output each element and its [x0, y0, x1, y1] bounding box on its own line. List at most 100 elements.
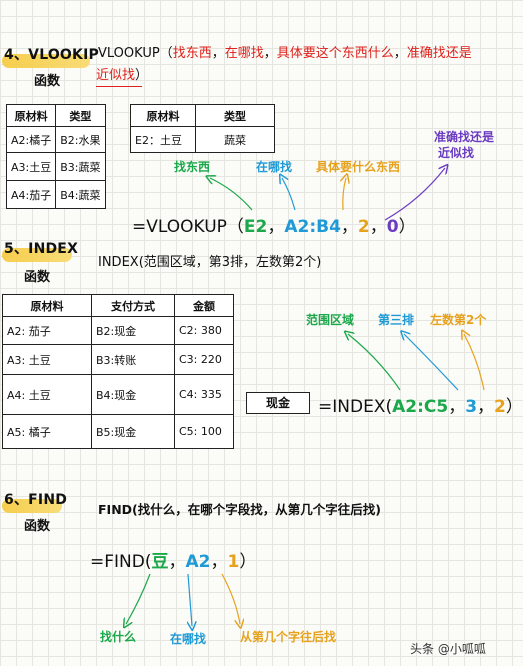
desc-text: ， — [263, 46, 277, 61]
arrow-col — [464, 334, 485, 391]
section-number: 6、 — [4, 492, 29, 508]
table-cell: A3: 土豆 — [2, 344, 92, 375]
desc-part-where: 在哪找 — [224, 46, 264, 61]
table-cell: B2:现金 — [91, 316, 175, 345]
formula-arg-col: 2 — [494, 397, 506, 417]
section-number: 4、 — [4, 47, 29, 63]
table-cell: A4:茄子 — [5, 180, 57, 209]
formula-text: ， — [267, 217, 285, 237]
desc-part-what: 具体要这个东西什么 — [276, 46, 394, 61]
label-start-pos: 从第几个字往后找 — [240, 630, 337, 644]
label-within: 在哪找 — [170, 632, 207, 646]
index-result-box: 现金 — [246, 392, 310, 414]
section-subtitle: 函数 — [24, 270, 51, 285]
formula-text: ， — [168, 552, 186, 572]
arrow-where — [282, 178, 296, 211]
table-row: A4: 土豆 B4:现金 C4: 335 — [2, 374, 234, 415]
table-cell: C3: 220 — [174, 344, 234, 375]
label-row: 第三排 — [378, 313, 415, 327]
desc-part-approx: 近似找） — [96, 66, 148, 86]
formula-arg-start: 1 — [227, 552, 240, 572]
label-find-what: 找什么 — [100, 630, 137, 644]
table-cell: C5: 100 — [174, 414, 234, 449]
label-where: 在哪找 — [256, 160, 293, 174]
label-find-what: 找东西 — [174, 160, 211, 174]
formula-text: ） — [505, 397, 523, 417]
arrow-what — [343, 178, 346, 211]
table-row: A3: 土豆 B3:转账 C3: 220 — [2, 344, 234, 375]
arrow-start — [221, 573, 240, 624]
vlookup-lookup-table: 原材料 类型 E2：土豆 蔬菜 — [130, 104, 275, 153]
desc-text: ， — [211, 46, 225, 61]
table-row: A2: 茄子 B2:现金 C2: 380 — [2, 316, 234, 345]
section-name: FIND — [28, 492, 68, 508]
label-range: 范围区域 — [306, 313, 355, 327]
label-exact-line1: 准确找还是 — [434, 130, 495, 144]
table-row: E2：土豆 蔬菜 — [130, 126, 275, 153]
section-name: INDEX — [28, 241, 79, 257]
desc-approx-text: 近似找 — [96, 68, 136, 83]
table-cell: A2:橘子 — [5, 126, 57, 153]
formula-arg-find: 豆 — [151, 552, 169, 572]
section-number: 5、 — [4, 241, 29, 257]
desc-text: VLOOKUP — [98, 46, 160, 61]
table-cell: A4: 土豆 — [2, 374, 92, 415]
label-what-column: 具体要什么东西 — [316, 160, 401, 174]
table-row: A2:橘子 B2:水果 — [5, 126, 106, 153]
table-cell: C2: 380 — [174, 316, 234, 345]
arrow-exact — [384, 168, 445, 221]
title-highlight — [2, 499, 62, 513]
table-cell: A2: 茄子 — [2, 316, 92, 345]
formula-text: =VLOOKUP（ — [132, 217, 244, 237]
label-exact-line2: 近似找 — [438, 146, 475, 160]
formula-text: ， — [369, 217, 387, 237]
table-cell: B4:蔬菜 — [55, 180, 106, 209]
section-name: VLOOKIP — [28, 47, 99, 63]
formula-text: =INDEX( — [318, 397, 393, 417]
table-cell: B2:水果 — [55, 126, 106, 153]
formula-text: ） — [398, 217, 416, 237]
table-cell: C4: 335 — [174, 374, 234, 415]
formula-text: ， — [448, 397, 466, 417]
table-header: 原材料 — [130, 104, 196, 127]
formula-text: ， — [340, 217, 358, 237]
arrow-row — [404, 334, 459, 391]
arrow-find — [210, 178, 253, 211]
formula-arg-range: A2:C5 — [392, 397, 449, 417]
table-cell: E2：土豆 — [130, 126, 196, 153]
table-header: 类型 — [55, 104, 106, 127]
title-highlight — [2, 248, 72, 262]
find-formula: =FIND(豆，A2，1） — [90, 547, 256, 572]
title-highlight — [2, 54, 90, 68]
formula-text: ， — [210, 552, 228, 572]
table-cell: A5: 橘子 — [2, 414, 92, 449]
section-title-find: 6、FIND — [4, 489, 67, 509]
formula-arg-exact: 0 — [386, 217, 399, 237]
table-cell: B3:蔬菜 — [55, 152, 106, 181]
section-subtitle: 函数 — [24, 519, 51, 534]
index-formula: =INDEX(A2:C5，3，2） — [318, 392, 523, 417]
annotation-arrows — [0, 0, 485, 666]
formula-arg-range: A2:B4 — [284, 217, 341, 237]
table-row: A5: 橘子 B5:现金 C5: 100 — [2, 414, 234, 449]
desc-text: （ — [159, 46, 173, 61]
formula-text: =FIND( — [90, 552, 152, 572]
vlookup-source-table: 原材料 类型 A2:橘子 B2:水果 A3:土豆 B3:蔬菜 A4:茄子 B4:… — [5, 104, 106, 209]
desc-text: ， — [393, 46, 407, 61]
vlookup-description: VLOOKUP（找东西，在哪找，具体要这个东西什么，准确找还是 — [98, 44, 498, 64]
table-header: 支付方式 — [91, 294, 175, 317]
desc-text: ） — [135, 68, 149, 83]
formula-text: ， — [477, 397, 495, 417]
table-cell: B5:现金 — [91, 414, 175, 449]
section-subtitle: 函数 — [34, 74, 61, 89]
find-description: FIND(找什么，在哪个字段找，从第几个字往后找) — [98, 502, 381, 517]
formula-arg-row: 3 — [465, 397, 478, 417]
formula-text: ） — [239, 552, 257, 572]
desc-part-exact: 准确找还是 — [406, 46, 472, 61]
formula-arg-col: 2 — [357, 217, 370, 237]
label-column: 左数第2个 — [430, 313, 487, 327]
table-row: A4:茄子 B4:蔬菜 — [5, 180, 106, 209]
watermark: 头条 @小呱呱 — [410, 642, 486, 656]
vlookup-formula: =VLOOKUP（E2，A2:B4，2，0） — [132, 212, 416, 237]
arrow-find-what — [126, 573, 151, 624]
